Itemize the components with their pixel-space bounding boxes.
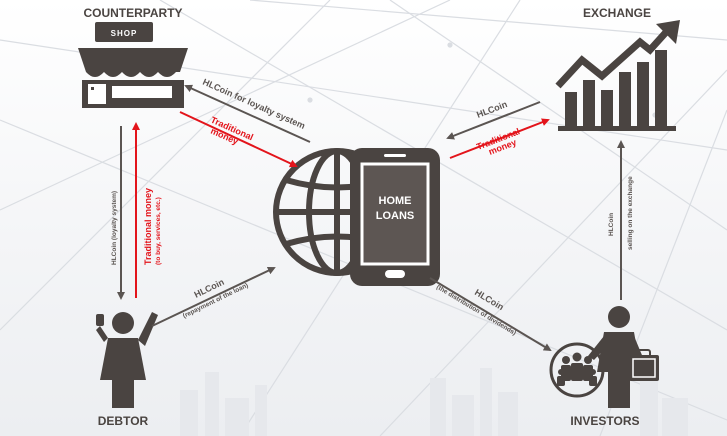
arrow-counterparty-to-center: [179, 111, 298, 168]
center-label-home: HOME: [379, 195, 412, 207]
arrow-center-to-counterparty: [184, 84, 311, 143]
rising-chart-icon: [555, 20, 680, 131]
shop-sign-text: SHOP: [111, 29, 138, 38]
counterparty-label: COUNTERPARTY: [83, 6, 182, 20]
arrow-exchange-to-center: [446, 101, 541, 140]
exchange-label: EXCHANGE: [583, 6, 651, 20]
investor-person-icon: [588, 306, 644, 408]
label-investors-to-exchange-note: selling on the exchange: [627, 176, 634, 250]
label-debtor-to-counterparty: Traditional money: [143, 188, 153, 265]
arrow-center-to-exchange: [449, 118, 550, 159]
shop-icon: SHOP: [78, 22, 188, 108]
label-investors-to-exchange: HLCoin: [608, 213, 615, 236]
investors-label: INVESTORS: [570, 414, 639, 428]
label-counterparty-to-debtor: HLCoin (loyalty system): [111, 191, 118, 265]
debtor-label: DEBTOR: [98, 414, 149, 428]
label-debtor-to-counterparty-note: (to buy, services, etc.): [155, 197, 162, 265]
briefcase-icon: [629, 349, 659, 381]
person-raising-hand-icon: [96, 312, 158, 408]
arrow-debtor-to-center: [151, 266, 276, 327]
arrow-center-to-investors: [429, 277, 552, 352]
smartphone-icon: HOME LOANS: [350, 148, 440, 286]
city-skyline: [180, 368, 688, 436]
center-label-loans: LOANS: [376, 210, 415, 222]
